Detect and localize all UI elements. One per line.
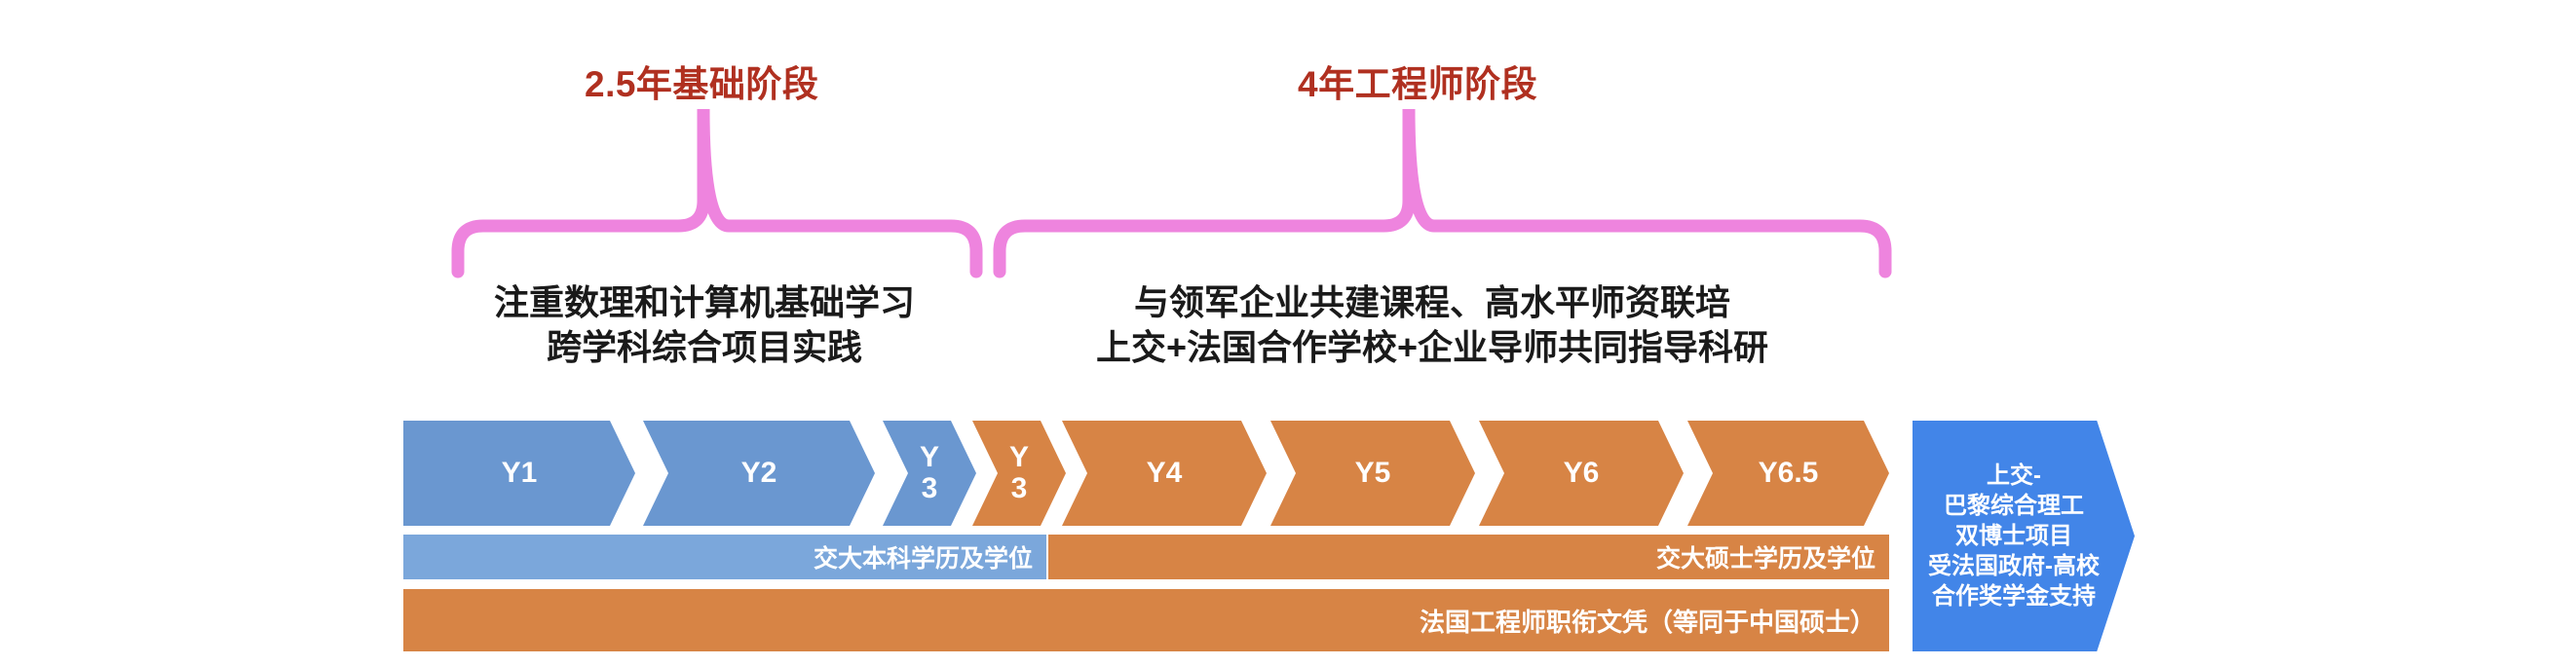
year-chevron: Y5 [1270, 421, 1475, 526]
year-chevron: Y2 [643, 421, 875, 526]
phase-title-engineer: 4年工程师阶段 [1298, 64, 1538, 104]
degree-bar-label: 交大硕士学历及学位 [1655, 545, 1875, 573]
capstone-line: 合作奖学金支持 [1932, 583, 2096, 610]
year-chevron-label: Y5 [1354, 457, 1391, 489]
year-chevron: Y4 [1062, 421, 1267, 526]
diploma-bar-label: 法国工程师职衔文凭（等同于中国硕士） [1419, 607, 1875, 637]
capstone-text: 上交- 巴黎综合理工双博士项目受法国政府-高校合作奖学金支持 [1928, 461, 2100, 612]
degree-bar: 交大本科学历及学位 [403, 535, 1046, 579]
capstone-line: 巴黎综合理工 [1944, 492, 2084, 519]
brace-foundation [451, 108, 983, 278]
year-chevron-label: Y1 [501, 457, 538, 489]
capstone-line: 受法国政府-高校 [1928, 553, 2100, 580]
phase-description-engineer: 与领军企业共建课程、高水平师资联培 上交+法国合作学校+企业导师共同指导科研 [984, 280, 1880, 370]
degree-bar-label: 交大本科学历及学位 [813, 545, 1033, 573]
phase-desc-line: 与领军企业共建课程、高水平师资联培 [1133, 282, 1730, 322]
diploma-bar: 法国工程师职衔文凭（等同于中国硕士） [403, 589, 1889, 651]
phase-desc-line: 注重数理和计算机基础学习 [493, 282, 915, 322]
phase-title-foundation: 2.5年基础阶段 [585, 64, 819, 104]
year-chevron: Y6 [1479, 421, 1684, 526]
phase-description-foundation: 注重数理和计算机基础学习 跨学科综合项目实践 [426, 280, 983, 370]
phase-desc-line: 跨学科综合项目实践 [546, 327, 862, 368]
year-chevron: Y6.5 [1687, 421, 1889, 526]
degree-bar: 交大硕士学历及学位 [1048, 535, 1889, 579]
capstone-line: 上交- [1987, 462, 2041, 489]
degree-bar-row: 交大本科学历及学位 交大硕士学历及学位 [403, 535, 1889, 579]
diploma-bar-row: 法国工程师职衔文凭（等同于中国硕士） [403, 589, 1889, 651]
phase-desc-line: 上交+法国合作学校+企业导师共同指导科研 [1095, 327, 1769, 368]
brace-engineer [993, 108, 1892, 278]
year-chevron-label: Y4 [1146, 457, 1183, 489]
capstone-doctoral-program: 上交- 巴黎综合理工双博士项目受法国政府-高校合作奖学金支持 [1913, 421, 2135, 651]
year-chevron: Y1 [403, 421, 635, 526]
year-chevron-label: Y6.5 [1758, 457, 1819, 489]
year-chevron-label: Y2 [740, 457, 777, 489]
capstone-line: 双博士项目 [1955, 522, 2072, 549]
year-chevron-label: Y6 [1563, 457, 1600, 489]
